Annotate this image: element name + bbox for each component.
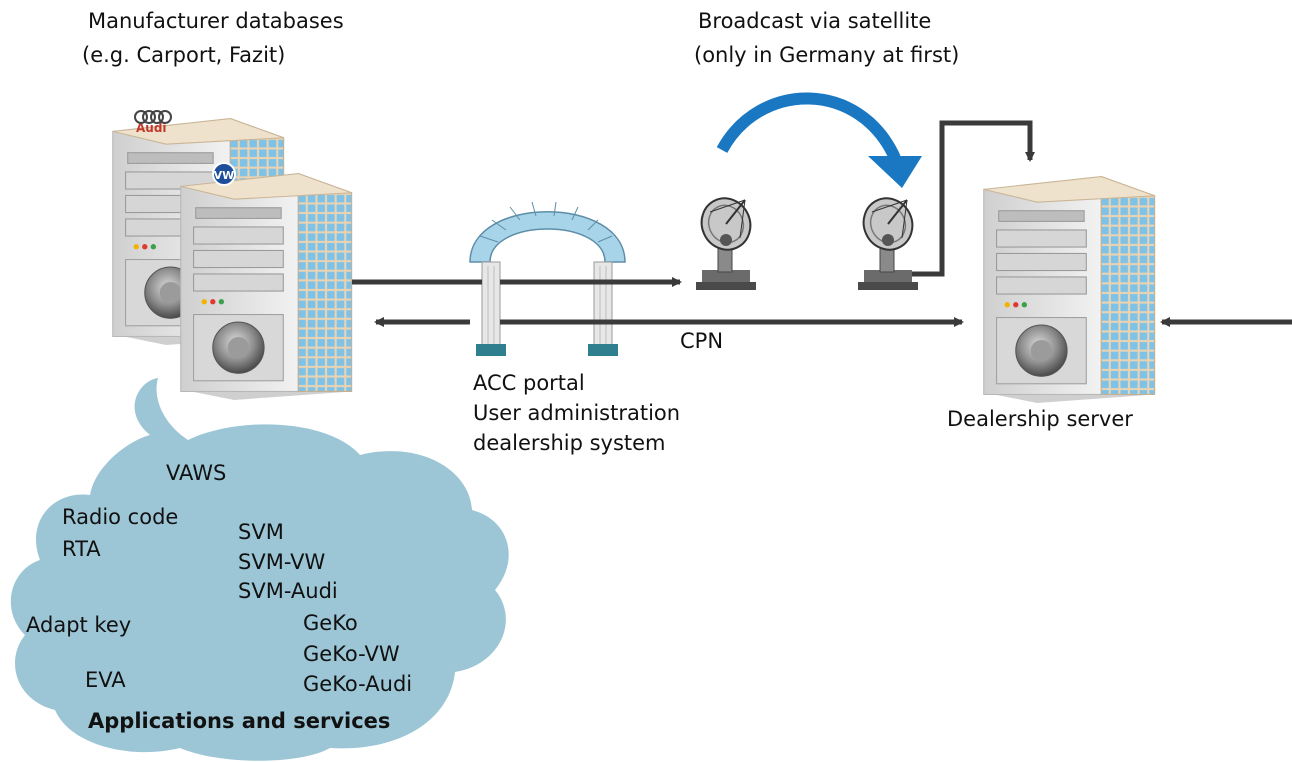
satellite-dish-uplink-icon bbox=[692, 192, 760, 291]
downlink-to-dealer-arrow bbox=[912, 120, 1035, 277]
cloud-item-adapt-key: Adapt key bbox=[26, 613, 132, 637]
manufacturer-label-line1: Manufacturer databases bbox=[88, 9, 344, 33]
cloud-item-rta: RTA bbox=[62, 537, 101, 561]
satellite-dish-downlink-icon bbox=[854, 192, 922, 291]
cpn-label: CPN bbox=[680, 329, 724, 353]
cloud-item-geko: GeKo bbox=[303, 611, 358, 635]
cloud-item-radio-code: Radio code bbox=[62, 505, 179, 529]
dealership-server-label: Dealership server bbox=[947, 407, 1133, 431]
dealership-system-label: dealership system bbox=[473, 431, 666, 455]
cloud-item-svm-vw: SVM-VW bbox=[238, 550, 326, 574]
manufacturer-label-line2: (e.g. Carport, Fazit) bbox=[82, 43, 286, 67]
vw-server-icon: VW bbox=[180, 162, 353, 400]
acc-portal-icon bbox=[469, 201, 626, 356]
cloud-item-geko-audi: GeKo-Audi bbox=[303, 672, 413, 696]
acc-portal-label: ACC portal bbox=[473, 371, 585, 395]
cloud-item-svm-audi: SVM-Audi bbox=[238, 579, 338, 603]
svg-text:VW: VW bbox=[214, 169, 235, 182]
cloud-item-eva: EVA bbox=[85, 668, 126, 692]
audi-rings-icon bbox=[134, 110, 172, 124]
connection-arrows bbox=[352, 120, 1292, 327]
cloud-item-svm: SVM bbox=[238, 520, 284, 544]
cloud-item-vaws: VAWS bbox=[166, 461, 227, 485]
satellite-broadcast-arrow bbox=[716, 92, 922, 188]
dealership-server-icon bbox=[983, 175, 1156, 403]
cloud-item-geko-vw: GeKo-VW bbox=[303, 642, 400, 666]
audi-logo-text: Audi bbox=[136, 121, 167, 135]
audi-server-icon: Audi bbox=[112, 110, 285, 345]
cloud-title: Applications and services bbox=[88, 709, 391, 733]
user-admin-label: User administration bbox=[473, 401, 681, 425]
broadcast-label-line2: (only in Germany at first) bbox=[694, 43, 960, 67]
vw-logo-icon: VW bbox=[212, 162, 236, 186]
broadcast-label-line1: Broadcast via satellite bbox=[698, 9, 932, 33]
applications-cloud bbox=[10, 378, 509, 761]
